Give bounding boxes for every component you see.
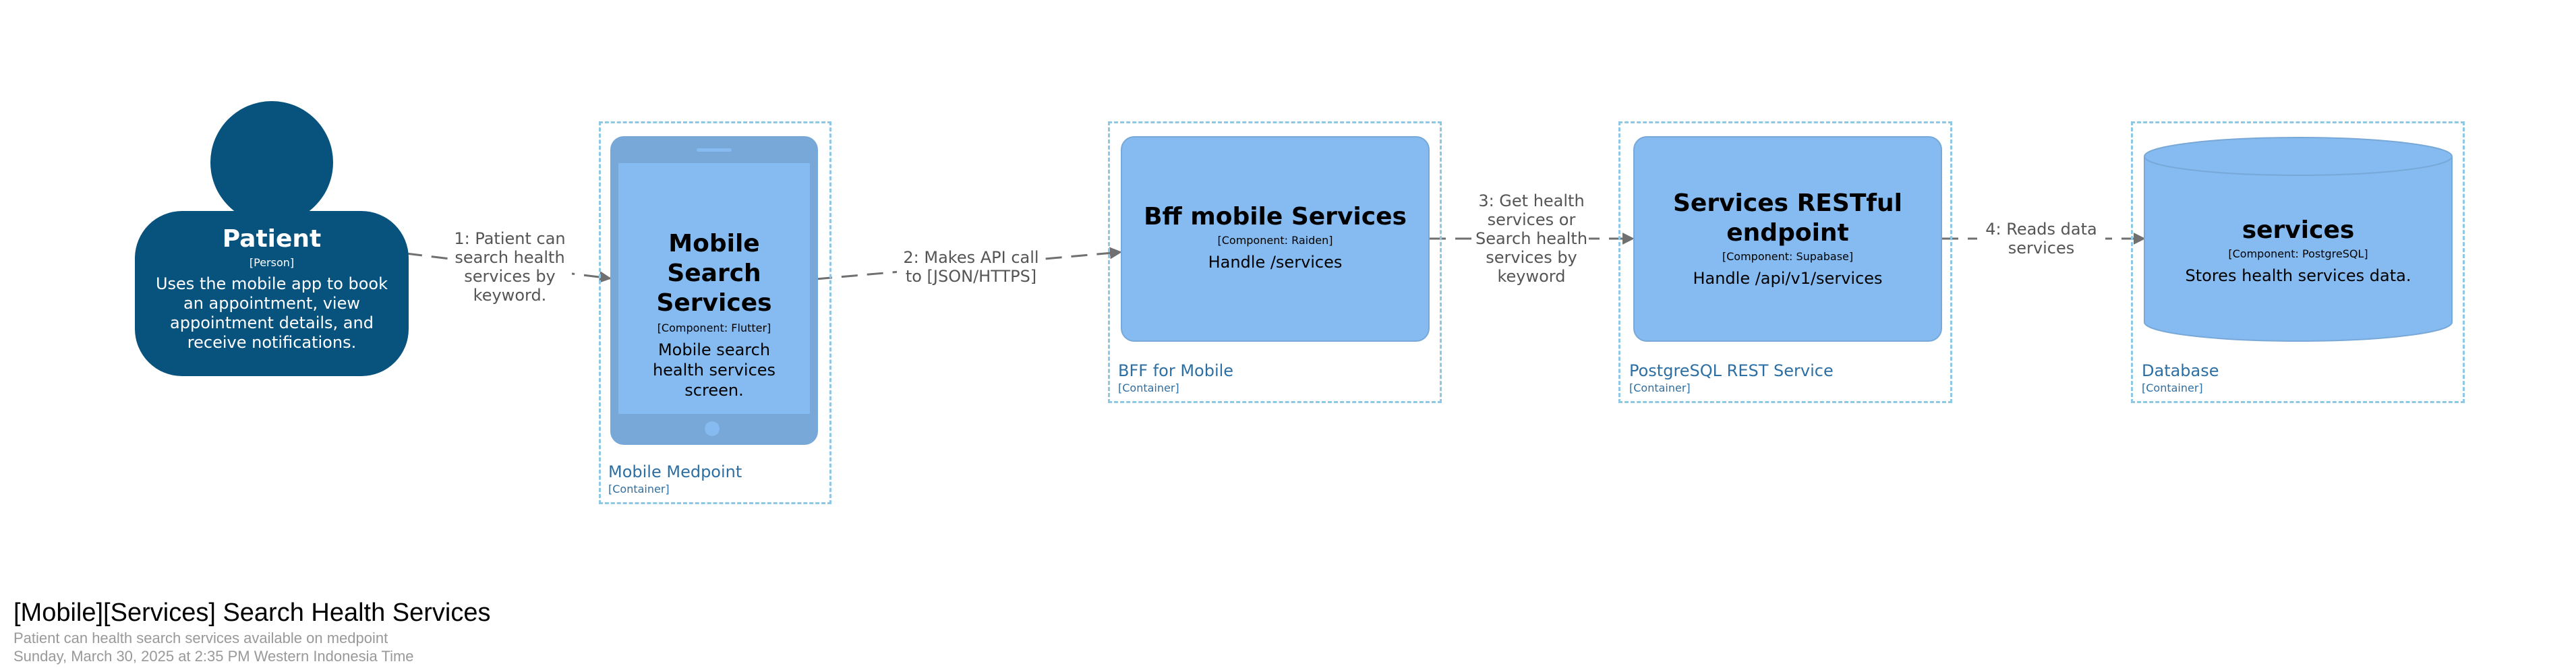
diagram-title: [Mobile][Services] Search Health Service… [13,599,491,627]
db-component-text: services [Component: PostgreSQL] Stores … [2143,136,2453,342]
person-name: Patient [222,225,322,253]
person-body: Patient [Person] Uses the mobile app to … [135,211,409,376]
mobile-component-tech: [Component: Flutter] [657,322,771,334]
bff-component[interactable]: Bff mobile Services [Component: Raiden] … [1121,136,1430,342]
boundary-mobile-name: Mobile Medpoint [608,462,742,481]
mobile-component-description: Mobile search health services screen. [652,340,776,400]
boundary-postgresql-rest [1618,121,1952,403]
edge-2-label: 2: Makes API call to [JSON/HTTPS] [897,248,1045,286]
edge-4-label: 4: Reads data services [1977,220,2105,257]
person-description: Uses the mobile app to book an appointme… [155,274,388,352]
mobile-component-title: Mobile Search Services [656,230,772,317]
bff-component-tech: [Component: Raiden] [1217,234,1333,247]
mobile-component-screen: Mobile Search Services [Component: Flutt… [618,163,810,414]
diagram-subtitle: Patient can health search services avail… [13,630,388,646]
edge-1-label: 1: Patient can search health services by… [448,229,572,305]
db-component-tech: [Component: PostgreSQL] [2228,247,2368,260]
bff-component-description: Handle /services [1208,253,1343,272]
boundary-mobile-type: [Container] [608,483,670,495]
bff-component-title: Bff mobile Services [1144,203,1407,231]
rest-component-tech: [Component: Supabase] [1722,250,1854,263]
db-component-title: services [2242,216,2355,244]
boundary-database [2131,121,2465,403]
device-speaker-icon [697,148,732,152]
boundary-bff-type: [Container] [1118,382,1179,394]
boundary-database-type: [Container] [2142,382,2203,394]
rest-component-description: Handle /api/v1/services [1693,269,1883,288]
database-cylinder-icon[interactable] [2143,136,2453,342]
boundary-bff [1108,121,1442,403]
rest-component[interactable]: Services RESTful endpoint [Component: Su… [1633,136,1942,342]
edge-3-label: 3: Get health services or Search health … [1474,191,1589,286]
device-home-button-icon [705,421,720,436]
db-component-description: Stores health services data. [2185,266,2411,285]
person-type: [Person] [249,256,295,269]
boundary-database-name: Database [2142,361,2219,380]
boundary-rest-type: [Container] [1629,382,1691,394]
mobile-device-frame[interactable]: Mobile Search Services [Component: Flutt… [610,136,818,445]
diagram-timestamp: Sunday, March 30, 2025 at 2:35 PM Wester… [13,648,414,665]
boundary-mobile-medpoint [599,121,831,504]
boundary-bff-name: BFF for Mobile [1118,361,1234,380]
rest-component-title: Services RESTful endpoint [1672,189,1903,247]
boundary-rest-name: PostgreSQL REST Service [1629,361,1834,380]
person-head-icon [210,101,333,224]
